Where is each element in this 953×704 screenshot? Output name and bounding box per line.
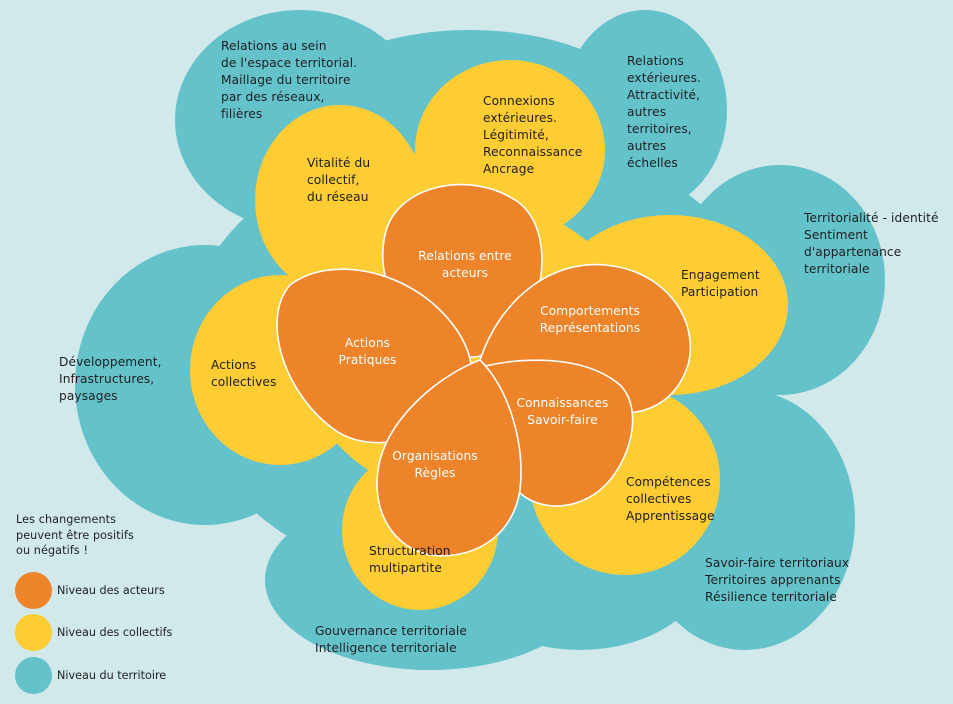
legend-item-collectifs: Niveau des collectifs [15,614,172,651]
territoire-label-developpement: Développement, Infrastructures, paysages [59,355,162,403]
territoire-label-savoir-faire: Savoir-faire territoriaux Territoires ap… [705,556,850,604]
acteurs-label-organisations: Organisations Règles [392,449,478,480]
acteurs-layer [276,183,692,557]
acteurs-petal-bottom [376,359,522,557]
collectifs-label-structuration: Structuration multipartite [369,544,451,575]
territoire-label-territorialite: Territorialité - identité Sentiment d'ap… [804,211,939,276]
legend-label-acteurs: Niveau des acteurs [57,584,165,597]
legend-item-territoire: Niveau du territoire [15,657,166,694]
legend-dot-territoire [15,657,52,694]
acteurs-label-relations: Relations entre acteurs [418,249,512,280]
acteurs-label-connaissances: Connaissances Savoir-faire [516,396,609,427]
legend-dot-acteurs [15,572,52,609]
legend-label-territoire: Niveau du territoire [57,669,167,682]
legend-item-acteurs: Niveau des acteurs [15,572,165,609]
collectifs-label-competences: Compétences collectives Apprentissage [626,475,715,523]
collectifs-label-engagement: Engagement Participation [681,268,760,299]
legend-note: Les changements peuvent être positifs ou… [16,513,134,557]
territoire-label-relations-internes: Relations au sein de l'espace territoria… [221,39,358,121]
collectifs-label-actions-collectives: Actions collectives [211,358,277,389]
acteurs-label-comportements: Comportements Représentations [539,304,641,335]
legend-label-collectifs: Niveau des collectifs [57,626,173,639]
legend-dot-collectifs [15,614,52,651]
acteurs-label-actions-pratiques: Actions Pratiques [338,336,397,367]
territoire-label-gouvernance: Gouvernance territoriale Intelligence te… [315,624,467,655]
territoire-label-relations-exterieures: Relations extérieures. Attractivité, aut… [627,54,702,170]
collectifs-label-connexions: Connexions extérieures. Légitimité, Reco… [483,94,583,176]
collectifs-label-vitalite: Vitalité du collectif, du réseau [307,156,371,204]
